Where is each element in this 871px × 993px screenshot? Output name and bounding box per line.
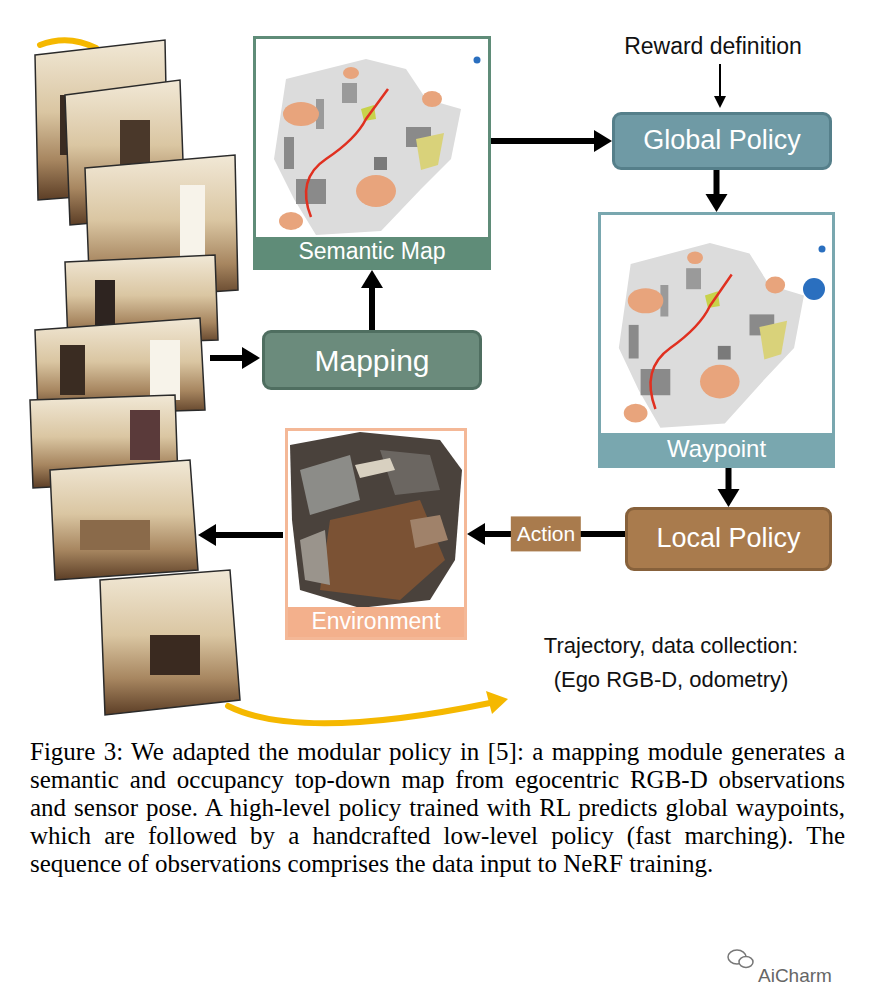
map-image-part (274, 59, 461, 235)
data-arrow-part (719, 64, 721, 98)
arrow-head (361, 270, 383, 288)
photo-stack-part (80, 520, 150, 550)
flow-arrow (491, 130, 612, 152)
image-panel: Waypoint (598, 212, 835, 468)
flow-arrow (706, 170, 728, 212)
wechat-icon-part (739, 957, 753, 968)
photo-stack-part (60, 345, 85, 395)
node-label: Mapping (314, 344, 429, 377)
arrow-head (467, 523, 485, 545)
data-arrow-part (714, 96, 726, 108)
photo-stack-part (130, 410, 160, 460)
map-image-part (803, 278, 825, 300)
environment-mesh-part (300, 530, 330, 585)
process-box: Mapping (262, 330, 482, 390)
image-panel: Environment (285, 428, 467, 640)
data-arrow-part (210, 355, 244, 361)
environment-mesh-part (410, 515, 448, 548)
data-arrow-part (214, 532, 283, 538)
environment-mesh-part (380, 450, 440, 495)
photo-stack-part (150, 340, 180, 400)
figure-caption: Figure 3: We adapted the modular policy … (30, 738, 845, 878)
arrow-head (718, 489, 740, 507)
photo-stack-part (95, 280, 115, 325)
map-image-part (601, 215, 832, 433)
map-image-part (819, 246, 826, 253)
data-arrow-part (242, 347, 260, 369)
map-image-part (619, 243, 804, 428)
flow-arrow (361, 270, 383, 330)
flow-line (714, 170, 720, 196)
node-label: Waypoint (667, 436, 766, 462)
annotation: Reward definition (624, 33, 802, 61)
panel-band: Environment (288, 607, 464, 637)
photo-stack-part (40, 40, 96, 48)
environment-mesh-part (355, 458, 395, 478)
node-label: Semantic Map (298, 239, 445, 264)
panel-band: Semantic Map (256, 237, 488, 267)
edge-label: Action (511, 516, 581, 551)
flow-line (491, 138, 596, 144)
annotation: Trajectory, data collection: (544, 633, 798, 659)
photo-stack-part (150, 635, 200, 675)
environment-mesh (288, 431, 464, 609)
map-image-part (256, 39, 488, 239)
environment-mesh-part (300, 455, 360, 515)
wechat-icon (728, 950, 753, 968)
map-image (256, 39, 488, 239)
node-label: Global Policy (643, 126, 801, 156)
panel-band: Waypoint (601, 433, 832, 465)
node-label: Local Policy (656, 524, 800, 554)
process-box: Local Policy (625, 507, 832, 571)
flow-line (726, 468, 732, 491)
map-image (601, 215, 832, 433)
photo-stack-part (50, 460, 198, 580)
process-box: Global Policy (612, 112, 832, 170)
arrow-head (594, 130, 612, 152)
flow-arrow (718, 468, 740, 507)
environment-mesh-part (290, 432, 462, 608)
environment-mesh-part (288, 431, 464, 609)
photo-stack-part (486, 691, 508, 714)
arrow-head (706, 194, 728, 212)
watermark: AiCharm (758, 965, 832, 988)
photo-stack-part (120, 120, 150, 165)
data-arrow-part (198, 524, 216, 546)
environment-mesh-part (320, 500, 445, 600)
photo-stack-part (228, 703, 490, 723)
photo-stack (30, 40, 508, 723)
photo-stack-part (100, 570, 240, 715)
map-image-part (474, 57, 481, 64)
node-label: Environment (311, 609, 440, 634)
image-panel: Semantic Map (253, 36, 491, 270)
flow-line (369, 286, 375, 330)
photo-stack-part (180, 185, 205, 260)
annotation: (Ego RGB-D, odometry) (554, 667, 789, 693)
